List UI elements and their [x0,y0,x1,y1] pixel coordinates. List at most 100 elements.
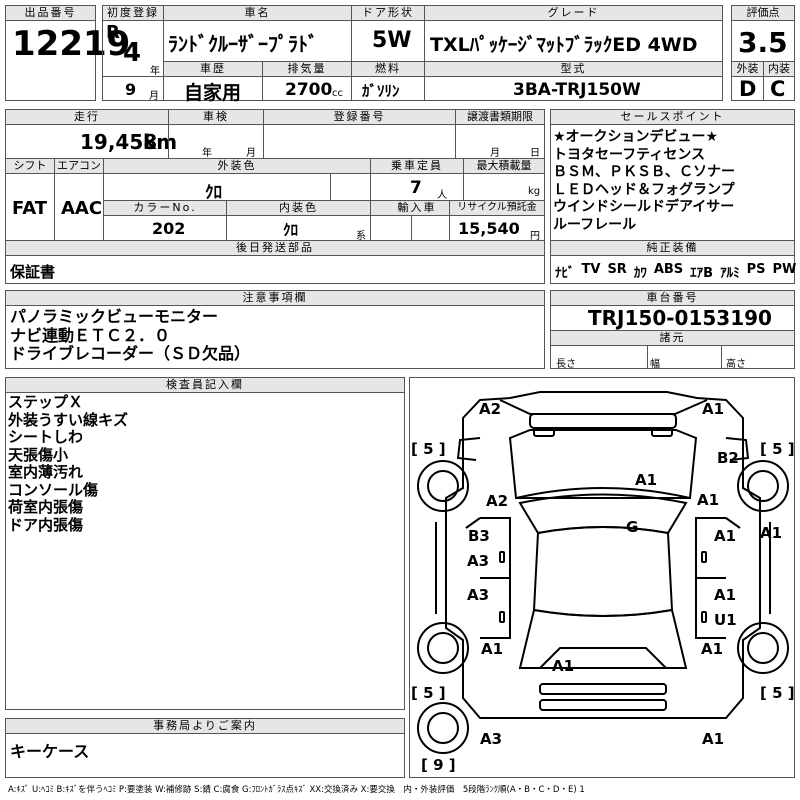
inspector-label: 検査員記入欄 [5,377,405,393]
model-label: 型式 [424,61,723,77]
model-cell [424,76,723,101]
ext-color-extra [330,173,371,201]
chassis-number: TRJ150-0153190 [588,306,772,330]
ext-color: ｸﾛ [205,183,222,203]
reg-year: 4 [123,38,142,68]
inspector-notes: ステップＸ 外装うすい線キズ シートしわ 天張傷小 室内薄汚れ コンソール傷 荷… [8,393,129,534]
ext-grade: D [739,77,757,101]
int-grade: C [770,77,786,101]
era: R [106,22,120,43]
ac: AAC [61,198,103,219]
inspection-month-unit: 月 [246,148,256,159]
equip-item: ｶﾜ [633,266,647,281]
grade-label: グレード [424,5,723,21]
dmg-mark: A3 [467,552,490,570]
tire-spare: [ 9 ] [421,756,456,774]
later-items: 保証書 [10,263,56,281]
lot-label: 出品番号 [5,5,96,21]
transfer-day: 日 [530,148,540,159]
inspector-line: シートしわ [8,428,84,446]
note-line: ナビ連動ＥＴＣ２．０ [10,325,171,345]
inspector-cell [5,392,405,710]
equip-item: ｴｱB [690,266,714,281]
fuel: ｶﾞｿﾘﾝ [362,82,400,100]
chassis-label: 車台番号 [550,290,795,306]
notes-cell [5,305,545,369]
mileage-unit: km [143,130,178,154]
color-no: 202 [152,219,186,238]
later-cell [5,255,545,284]
legend: A:ｷｽﾞ U:ﾍｺﾐ B:ｷｽﾞを伴うﾍｺﾐ P:要塗装 W:補修跡 S:錆 … [8,785,585,795]
dmg-mark: U1 [714,611,737,629]
office-cell [5,733,405,778]
dmg-mark: A1 [714,527,737,545]
int-grade-label: 内装 [763,61,795,77]
tire-fl: [ 5 ] [411,440,446,458]
length-label: 長さ [556,359,576,370]
import-cell [370,215,412,241]
score-label: 評価点 [731,5,795,21]
office-text: キーケース [10,742,90,761]
capacity-label: 乗車定員 [370,158,464,174]
dmg-mark: A1 [714,586,737,604]
reg-month: 9 [125,80,137,99]
tire-value: 5 [772,440,783,458]
inspector-line: ドア内張傷 [8,515,84,534]
equip-item: TV [581,262,601,277]
height-label: 高さ [726,359,746,370]
mileage: 19,458 [80,130,158,154]
tire-rl: [ 5 ] [411,684,446,702]
car-outline [417,391,789,754]
displacement-unit: cc [332,88,343,99]
note-line: パノラミックビューモニター [10,307,219,326]
tire-value: 9 [433,756,444,774]
load-label: 最大積載量 [463,158,545,174]
tire-value: 5 [423,440,434,458]
equipment-cell [550,255,795,284]
transfer-label: 譲渡書類期限 [455,109,545,125]
tire-rr: [ 5 ] [760,684,795,702]
spec-label: 諸元 [550,330,795,346]
recycle: 15,540 [458,219,520,238]
sales-line: ＢＳＭ、ＰＫＳＢ、Ｃソナー [553,164,735,180]
int-color-unit: 系 [356,231,366,242]
dmg-mark: A1 [552,657,575,675]
recycle-label: リサイクル預託金 [449,200,545,216]
inspection-year-unit: 年 [202,148,212,159]
month-unit: 月 [149,91,159,102]
equipment-label: 純正装備 [550,240,795,256]
dmg-mark: B2 [717,449,739,467]
dmg-mark: A1 [635,471,658,489]
inspector-line: コンソール傷 [8,480,99,499]
first-reg-label: 初度登録 [102,5,164,21]
lot-cell [5,20,96,101]
inspector-line: 天張傷小 [8,445,69,464]
equip-item: SR [607,262,627,277]
lot-number: 12219 [12,24,131,64]
dmg-mark: B3 [468,527,490,545]
inspector-line: 外装うすい線キズ [8,410,129,429]
sales-label: セールスポイント [550,109,795,125]
history: 自家用 [184,82,242,104]
mileage-label: 走行 [5,109,169,125]
door-type: 5W [372,28,412,53]
dmg-mark: A3 [480,730,503,748]
ext-grade-label: 外装 [731,61,764,77]
equip-item: PS [746,262,766,277]
notes-text: パノラミックビューモニター ナビ連動ＥＴＣ２．０ ドライブレコーダー（ＳＤ欠品） [10,307,250,364]
displacement-label: 排気量 [262,61,352,77]
sales-points: ★オークションデビュー★ トヨタセーフティセンス ＢＳＭ、ＰＫＳＢ、Ｃソナー Ｌ… [553,129,735,234]
tire-value: 5 [772,684,783,702]
history-label: 車歴 [163,61,263,77]
car-name: ﾗﾝﾄﾞｸﾙｰｻﾞｰﾌﾟﾗﾄﾞ [168,32,318,56]
int-color: ｸﾛ [283,221,299,239]
capacity-unit: 人 [437,190,447,201]
damage-diagram [409,377,795,778]
sales-line: ウインドシールドデアイサー [553,199,735,215]
sales-line: ＬＥＤヘッド＆フォグランプ [553,181,735,198]
sales-line: トヨタセーフティセンス [553,146,706,163]
door-label: ドア形状 [351,5,425,21]
notes-label: 注意事項欄 [5,290,545,306]
year-unit: 年 [150,66,160,77]
equip-item: ｱﾙﾐ [720,266,740,281]
